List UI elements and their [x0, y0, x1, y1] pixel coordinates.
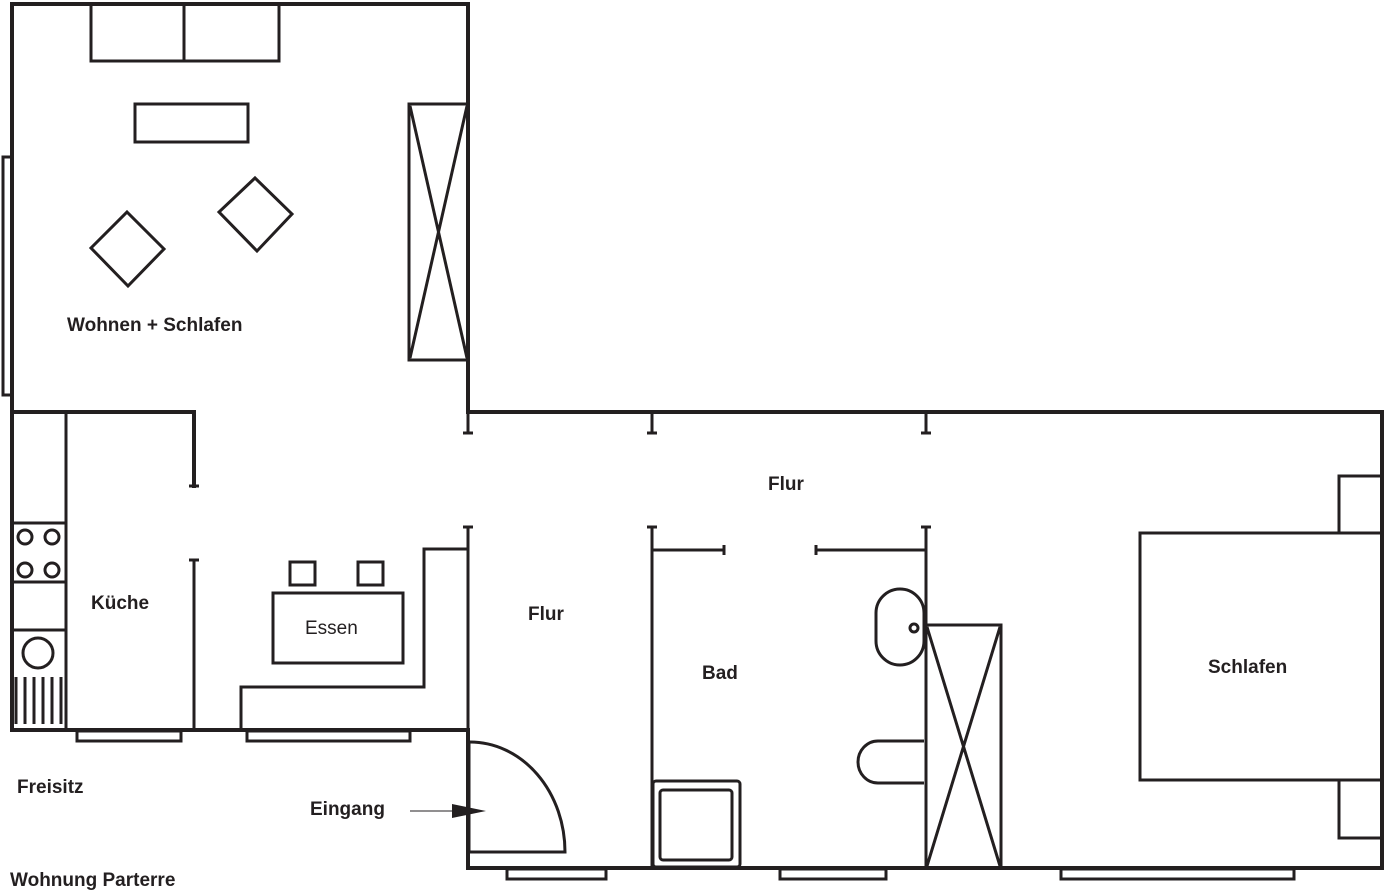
outer-walls — [10, 2, 1384, 870]
window-bad — [778, 867, 888, 881]
bath-fixtures — [651, 587, 1003, 870]
room-label-schlafen: Schlafen — [1208, 657, 1287, 678]
window-kitchen — [75, 729, 183, 743]
room-label-flur-lower: Flur — [528, 604, 564, 625]
window-flur — [505, 867, 608, 881]
entrance-door — [410, 740, 567, 854]
arrow-icon — [452, 804, 486, 818]
room-label-flur-upper: Flur — [768, 474, 804, 495]
room-label-freisitz: Freisitz — [17, 777, 84, 798]
window-schlafen — [1059, 867, 1296, 881]
plan-title: Wohnung Parterre — [10, 870, 175, 891]
room-label-essen: Essen — [305, 618, 358, 639]
window-left — [1, 155, 14, 397]
kitchen-counter — [12, 414, 68, 730]
room-label-wohnen: Wohnen + Schlafen — [67, 315, 242, 336]
entrance-label: Eingang — [310, 799, 385, 820]
dining-furniture — [239, 547, 468, 730]
hall-partitions — [463, 412, 931, 868]
window-dining — [245, 729, 412, 743]
bedroom-furniture — [1138, 474, 1384, 840]
living-furniture — [88, 2, 470, 362]
room-label-bad: Bad — [702, 663, 738, 684]
room-label-kueche: Küche — [91, 593, 149, 614]
